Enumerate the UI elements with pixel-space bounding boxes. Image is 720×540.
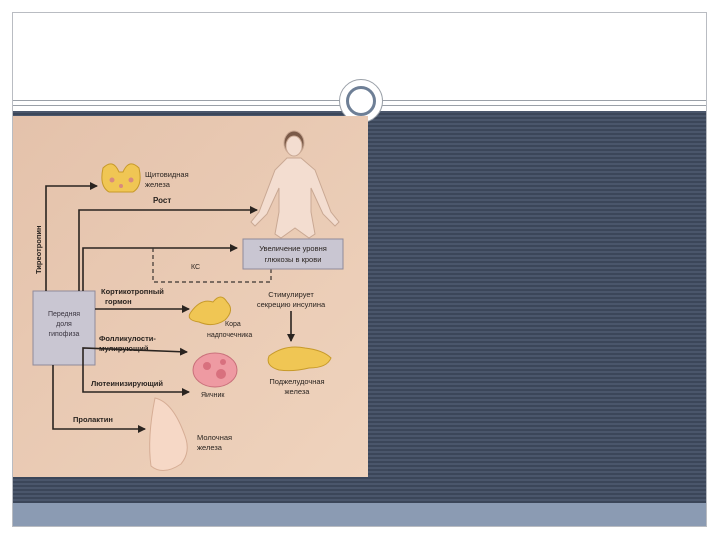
hormone-diagram-photo: Передняя доля гипофиза Тиреотропин Щитов…	[13, 116, 368, 477]
pancreas-label-line-2: железа	[285, 387, 311, 396]
growth-label: Рост	[153, 196, 171, 205]
adrenal-label-line-2: надпочечника	[207, 332, 252, 339]
pancreas-label-line-1: Поджелудочная	[269, 377, 324, 386]
pituitary-box	[33, 291, 95, 365]
mammary-label-line-1: Молочная	[197, 433, 232, 442]
pituitary-label-line-3: гипофиза	[49, 331, 80, 338]
thyroid-label-line-2: железа	[145, 180, 171, 189]
ks-label: КС	[191, 264, 200, 271]
fsh-label-line-2: мулирующий	[99, 344, 149, 353]
adrenal-label-line-1: Кора	[225, 321, 241, 328]
mammary-label-line-2: железа	[197, 443, 223, 452]
ovary-label: Яичник	[201, 392, 225, 399]
lh-label: Лютеинизирующий	[91, 379, 163, 388]
ovary-icon	[193, 353, 237, 387]
insulin-label-line-2: секрецию инсулина	[257, 300, 326, 309]
pituitary-label-line-2: доля	[56, 321, 72, 328]
fsh-label-line-1: Фолликулости-	[99, 334, 156, 343]
prolactin-label: Пролактин	[73, 415, 113, 424]
pituitary-label-line-1: Передняя	[48, 311, 80, 318]
acth-label-line-2: гормон	[105, 297, 132, 306]
insulin-label-line-1: Стимулирует	[268, 290, 314, 299]
glucose-box-line-1: Увеличение уровня	[259, 244, 327, 253]
glucose-box-line-2: глюкозы в крови	[265, 255, 322, 264]
thyroid-label-line-1: Щитовидная	[145, 170, 189, 179]
acth-label-line-1: Кортикотропный	[101, 287, 164, 296]
tsh-label: Тиреотропин	[34, 225, 43, 274]
